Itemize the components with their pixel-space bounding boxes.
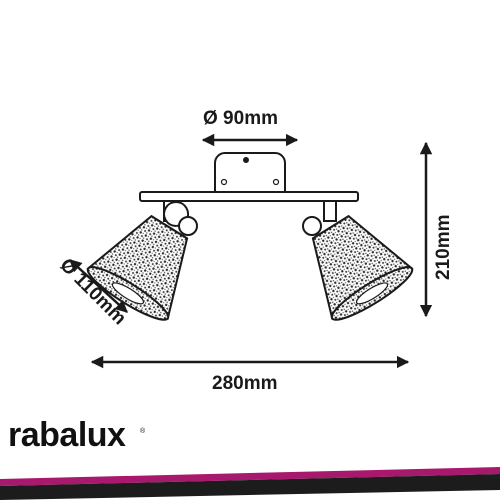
accent-stripe [0, 467, 500, 486]
right-lamp-shade [311, 214, 414, 321]
canopy-diameter-label: Ø 90mm [203, 108, 278, 129]
mounting-bar [139, 191, 359, 202]
dark-stripe [0, 474, 500, 500]
shade-diameter-arrow [69, 259, 128, 313]
width-dimension: 280mm [90, 355, 410, 394]
width-label: 280mm [212, 373, 278, 394]
left-spot-arm [163, 200, 198, 236]
height-dimension: 210mm [419, 141, 454, 318]
canopy-diameter-dimension: Ø 90mm [201, 108, 299, 147]
registered-trademark: ® [140, 428, 146, 435]
brand-logo: rabalux [8, 416, 126, 454]
height-label: 210mm [433, 215, 454, 281]
brand-stripes [0, 467, 500, 500]
right-spot-arm [302, 200, 337, 236]
